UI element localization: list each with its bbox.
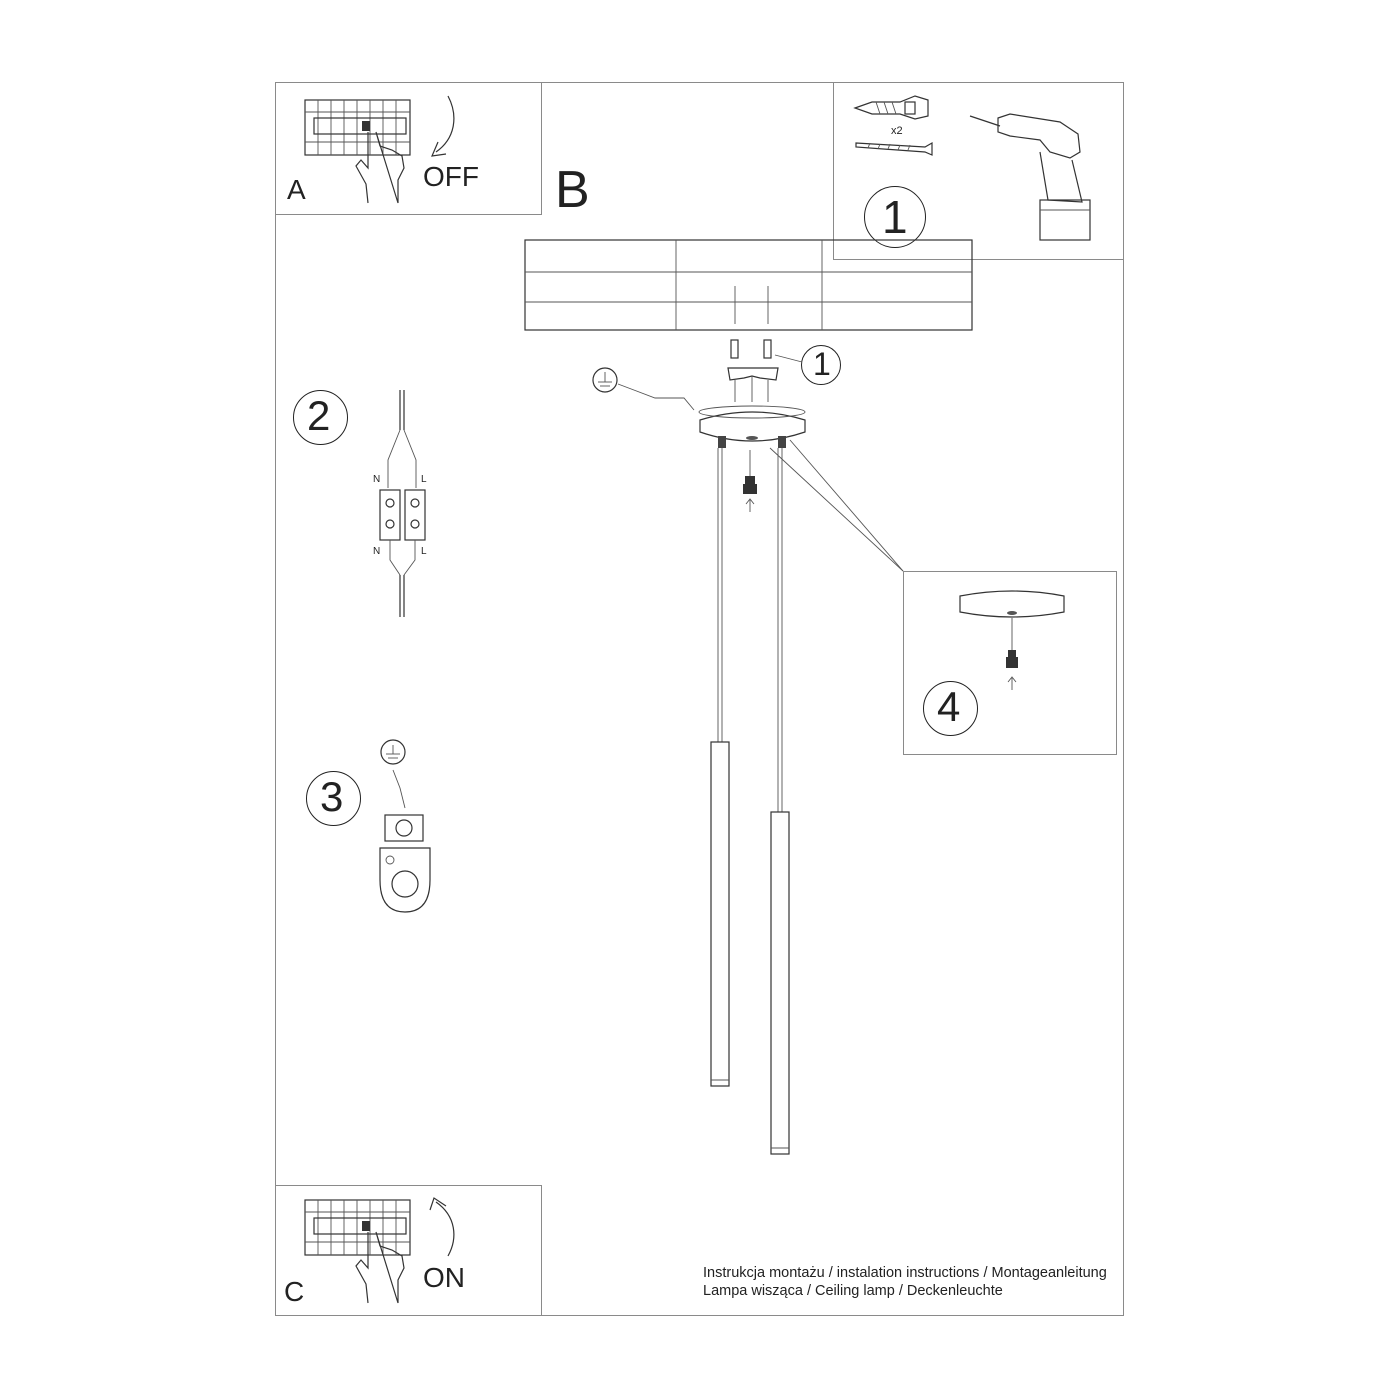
step-1-callout-circle	[801, 345, 841, 385]
grub-screw-icon	[743, 450, 757, 512]
step-3-circle	[306, 771, 361, 826]
screw-icon	[855, 141, 933, 156]
ground-symbol-icon	[592, 367, 695, 411]
circuit-breaker-on-icon	[304, 1199, 411, 1256]
step-1-callout-number: 1	[813, 346, 831, 382]
canopy-detail-icon	[959, 590, 1065, 690]
step-2-number: 2	[307, 392, 331, 439]
live-label-top: L	[421, 474, 427, 485]
step-1-circle	[864, 186, 926, 248]
arrow-up-icon	[429, 1197, 455, 1257]
wall-plug-quantity: x2	[891, 125, 903, 137]
arrow-icon	[431, 95, 455, 157]
terminal-block-icon	[379, 390, 426, 617]
wall-plug-icon	[853, 95, 929, 120]
panel-c-switch-on	[275, 1185, 542, 1316]
step-4-number: 4	[937, 683, 961, 730]
step-4-circle	[923, 681, 978, 736]
caption-line-1: Instrukcja montażu / instalation instruc…	[703, 1265, 1107, 1281]
diagram-frame	[275, 82, 1124, 1316]
step-3-number: 3	[320, 773, 344, 820]
drill-icon	[969, 113, 1091, 241]
caption-line-2: Lampa wisząca / Ceiling lamp / Deckenleu…	[703, 1283, 1003, 1299]
neutral-label-bottom: N	[373, 546, 381, 557]
pendant-tube-icon	[710, 448, 790, 1155]
ceiling-canopy-icon	[698, 405, 806, 448]
ceiling-icon	[524, 239, 973, 331]
mounting-bracket-icon	[727, 339, 803, 402]
hand-icon	[355, 131, 405, 204]
neutral-label-top: N	[373, 474, 381, 485]
panel-c-state-on: ON	[423, 1262, 465, 1293]
circuit-breaker-icon	[304, 99, 411, 156]
panel-c-letter: C	[284, 1276, 305, 1307]
panel-a-letter: A	[287, 174, 306, 205]
step-1-number: 1	[882, 191, 908, 243]
ground-terminal-icon	[379, 739, 431, 913]
panel-a-switch-off	[275, 82, 542, 215]
step-2-circle	[293, 390, 348, 445]
panel-b-letter: B	[555, 161, 590, 219]
live-label-bottom: L	[421, 546, 427, 557]
hand-on-icon	[355, 1231, 405, 1304]
panel-a-state-off: OFF	[423, 161, 479, 192]
